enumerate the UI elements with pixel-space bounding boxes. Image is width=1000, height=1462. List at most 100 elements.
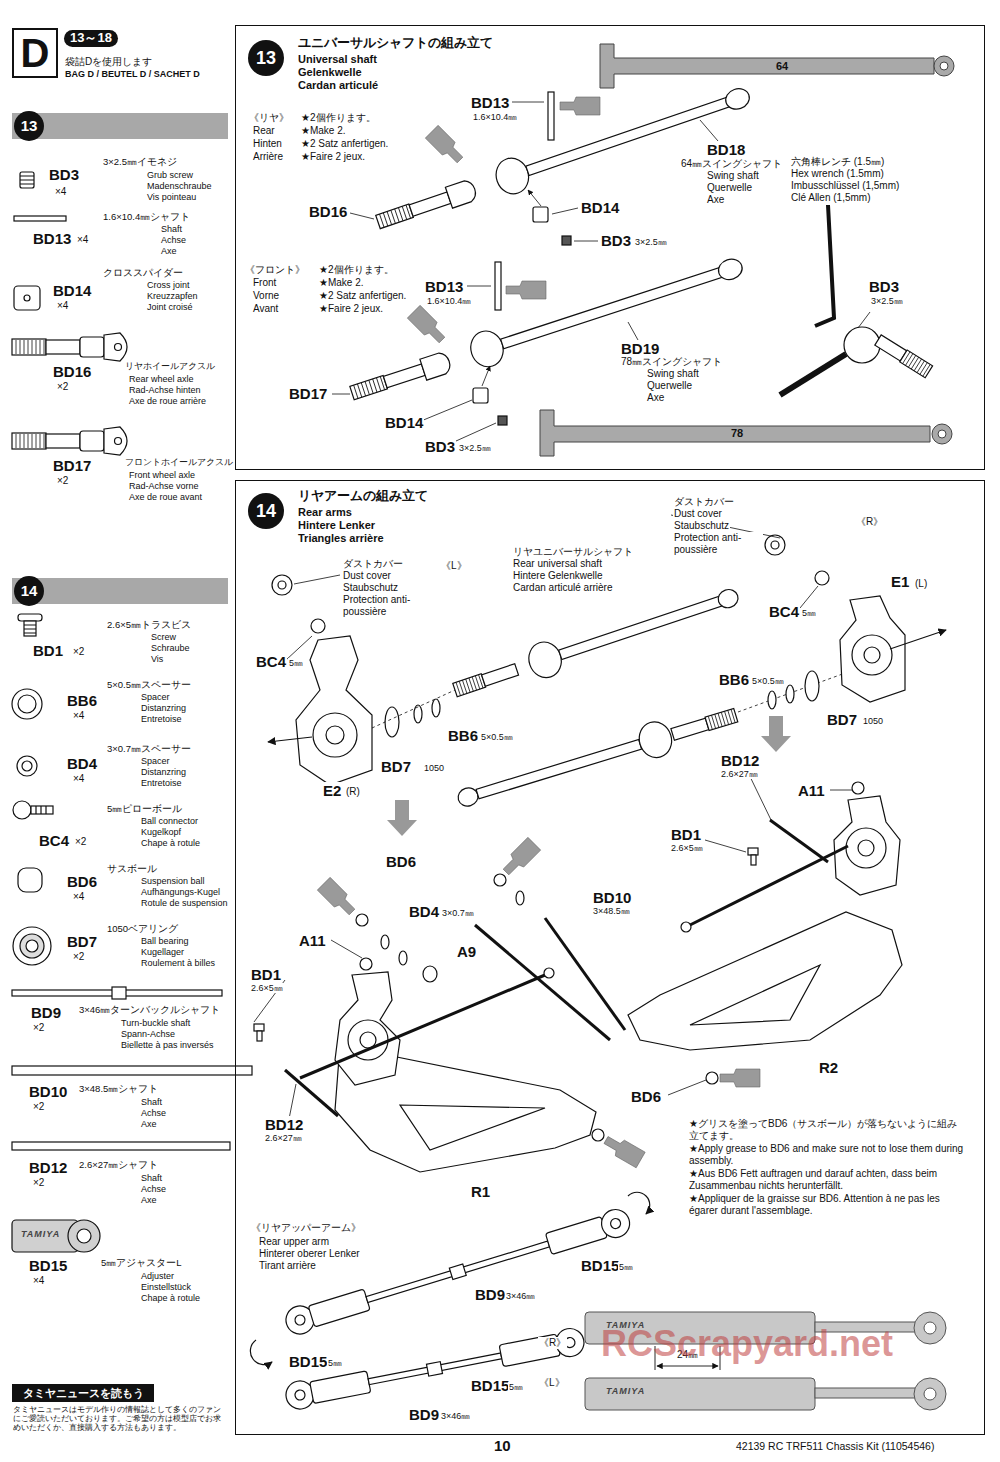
part-number: BD13 [32,230,72,247]
part-name: 3×2.5㎜イモネジ [102,157,178,168]
dimension: 3×2.5㎜ [634,237,668,247]
rear-arm-parts [628,912,902,1050]
rear-arm-parts [786,685,794,703]
length-gauge [540,410,930,456]
part-icon [16,434,44,448]
rear-arm-parts [738,672,848,712]
description: Vorne [252,290,280,302]
universal-shaft [376,204,414,229]
quantity: ×2 [32,1177,45,1189]
rear-arm-parts [311,619,325,633]
part-icon [16,340,44,354]
part-icon [12,1142,230,1150]
universal-shaft [533,207,548,222]
part-number: BD15 [28,1257,68,1274]
description: Querwelle [706,182,753,194]
description: 《R》 [855,516,884,528]
step-title: Hintere Lenker [298,519,375,532]
part-icon [18,695,36,713]
universal-shaft [716,256,745,282]
rear-arm-parts [423,966,437,982]
dimension: 2.6×5㎜ [670,843,704,853]
rear-arm-parts [706,1072,718,1084]
watermark: RCScrapyard.net [600,1323,894,1364]
description: Hintere Gelenkwelle [512,570,604,582]
quantity: ×2 [32,1022,45,1034]
news-text: タミヤニュースはモデル作りの情報誌として多くのファンにご愛読いただいております。… [12,1405,228,1432]
news-heading-box: タミヤニュースを読もう [12,1384,154,1402]
part-number: R2 [818,1059,839,1076]
adjuster-gauge [585,1378,815,1410]
description: Dust cover [342,570,392,582]
part-number: A11 [797,782,826,799]
logo-text: TAMIYA [605,1386,646,1396]
leader-line [668,1080,706,1095]
part-name: サスボール [106,864,158,875]
leader-line [800,586,818,608]
part-number: BD6 [630,1088,662,1105]
rear-arm-parts [716,587,741,610]
part-number: BD10 [28,1083,68,1100]
leader-line [528,190,541,206]
leader-line [332,394,350,395]
node-label: 13 [21,117,38,134]
universal-shaft [383,364,425,388]
part-icon [104,427,127,455]
rear-arm-parts [690,965,820,1025]
leader-line [700,120,718,141]
description: ★2 Satz anfertigen. [318,290,407,302]
grease-tube [506,281,546,299]
step-title: Rear arms [298,506,352,519]
description: ダストカバー [673,496,735,508]
part-icon [12,1066,252,1075]
rear-arm-parts [285,1070,338,1116]
upper-arm [250,1340,272,1365]
dimension: 5×0.5㎜ [751,676,785,686]
step-panel: リヤアームの組み立てRear armsHintere LenkerTriangl… [235,480,985,1435]
part-name: 1.6×10.4㎜シャフト [102,212,191,223]
part-name: 5㎜ピローボール [106,804,183,815]
grease-tube [407,305,448,346]
part-number: BD14 [580,199,620,216]
rear-arm-parts [524,638,566,682]
leader-line [467,286,491,287]
quantity: ×4 [72,891,85,903]
rear-arm-parts [400,1105,545,1150]
rear-arm-parts [268,737,312,742]
rear-arm-parts [864,647,880,663]
rear-arm-parts [771,541,779,549]
part-icon [104,333,127,361]
part-translation: Rotule de suspension [140,898,229,908]
grease-tube [425,125,466,166]
universal-shaft [409,192,451,216]
part-name: 5×0.5㎜スペーサー [106,680,192,691]
description: Cardan articulé arrière [512,582,614,594]
leader-line [286,636,312,660]
rear-arm-parts [852,782,864,794]
quantity: ×4 [76,234,89,246]
description: Staubschutz [673,520,730,532]
leader-line [254,515,852,1124]
description: Hex wrench (1.5mm) [790,168,885,180]
rear-arm-parts [681,922,691,932]
universal-shaft [380,205,411,227]
part-number: BD19 [620,340,660,357]
upper-arm [310,1371,371,1404]
adjuster-gauge [914,1378,946,1410]
part-icon [13,801,31,819]
length-gauge [940,62,948,70]
rear-arm-parts [456,675,483,696]
description: Hinten [252,138,283,150]
leader-line [830,790,852,791]
rear-arm-parts [805,671,819,701]
description: Avant [252,303,279,315]
dimension: 1.6×10.4㎜ [472,112,518,122]
upper-arm [545,1217,607,1255]
part-icon [112,987,126,999]
universal-shaft [420,351,453,380]
upper-arm [628,1192,650,1214]
description: 《リヤ》 [248,112,290,124]
description: 《フロント》 [244,264,306,276]
part-icon [80,431,104,451]
